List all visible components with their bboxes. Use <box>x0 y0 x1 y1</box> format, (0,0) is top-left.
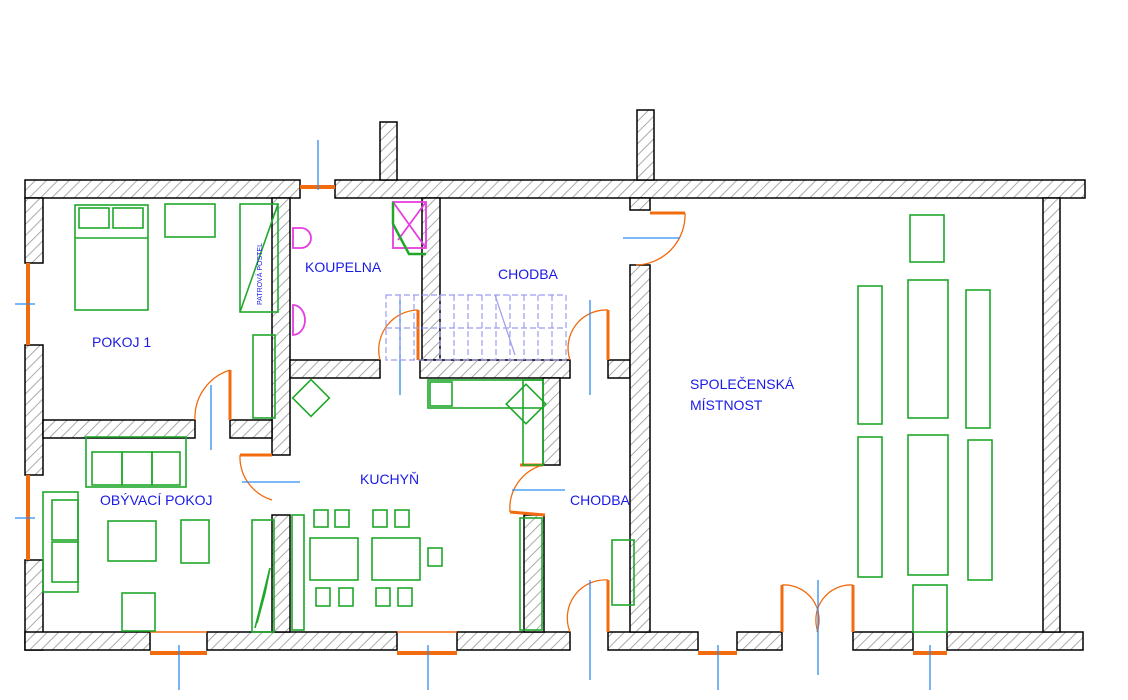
wall <box>607 631 699 651</box>
room-label-chodba-upper: CHODBA <box>498 266 559 282</box>
dining-table <box>309 537 359 581</box>
pokoj1-furniture: PATROVÁ POSTEL <box>74 203 279 419</box>
wall <box>419 359 571 379</box>
coffee-table <box>107 520 157 562</box>
wall <box>271 514 291 633</box>
table <box>857 285 883 425</box>
door-swing <box>194 369 231 421</box>
bunk-bed <box>239 203 279 313</box>
armchair <box>180 519 210 564</box>
wall <box>24 631 151 651</box>
bathroom-fixtures <box>292 201 427 336</box>
chimney <box>636 109 655 181</box>
door-swing <box>635 212 686 266</box>
wall <box>421 197 441 361</box>
wall <box>334 179 1086 199</box>
stove <box>429 381 453 407</box>
dining-table <box>371 537 421 581</box>
wardrobe <box>252 334 276 419</box>
door-leaf <box>509 510 546 517</box>
wall <box>229 419 273 439</box>
table <box>967 439 993 581</box>
wall <box>629 264 651 633</box>
door-swing <box>509 464 544 513</box>
plant <box>254 567 271 629</box>
kitchen-counter <box>522 379 544 466</box>
room-label-obyvaci-pokoj: OBÝVACÍ POKOJ <box>100 492 213 508</box>
chair <box>912 584 948 633</box>
wall <box>42 419 196 439</box>
room-label-chodba-lower: CHODBA <box>570 492 631 508</box>
wall <box>1042 197 1061 633</box>
toilet <box>292 227 312 249</box>
bench <box>291 514 305 631</box>
door-swing <box>567 309 609 361</box>
wall <box>456 631 571 651</box>
cabinet <box>519 517 543 631</box>
wall <box>523 514 545 633</box>
walls <box>24 109 1086 651</box>
room-label-pokoj1: POKOJ 1 <box>92 334 151 350</box>
door-swing <box>566 579 609 633</box>
room-label-mistnost: MÍSTNOST <box>690 397 763 413</box>
room-labels: POKOJ 1 KOUPELNA CHODBA KUCHYŇ CHODBA OB… <box>92 259 795 508</box>
cabinet <box>251 519 275 633</box>
table <box>907 434 949 576</box>
door-swing <box>239 454 273 501</box>
social-room-furniture <box>857 214 993 633</box>
wall <box>24 344 44 476</box>
sofa <box>85 436 187 488</box>
armchair <box>121 592 156 632</box>
wall <box>607 359 631 379</box>
staircase <box>385 294 567 361</box>
wall <box>542 377 561 466</box>
wall <box>289 359 381 379</box>
room-label-kuchyn: KUCHYŇ <box>360 471 419 487</box>
sink-counter <box>505 383 547 425</box>
living-room-furniture <box>42 436 275 633</box>
bunk-bed-label: PATROVÁ POSTEL <box>255 243 264 305</box>
wall <box>271 197 291 456</box>
table <box>857 436 883 578</box>
door-swing <box>781 584 820 633</box>
wall <box>852 631 914 651</box>
wall <box>629 197 651 211</box>
wall <box>24 197 44 264</box>
shoe-cabinet <box>611 539 635 606</box>
chair <box>909 214 945 263</box>
wall <box>24 179 301 199</box>
room-label-koupelna: KOUPELNA <box>305 259 382 275</box>
table <box>965 289 991 429</box>
chimney <box>379 121 398 181</box>
table <box>907 279 949 419</box>
sink <box>292 304 306 336</box>
wall <box>736 631 783 651</box>
room-label-spolecenska: SPOLEČENSKÁ <box>690 376 795 392</box>
corner-cabinet <box>291 378 331 418</box>
wall <box>946 631 1084 651</box>
wall <box>206 631 398 651</box>
door-swing <box>378 309 419 361</box>
desk <box>164 203 216 238</box>
axis-lines <box>15 140 931 690</box>
door-swing <box>815 584 854 633</box>
kitchen-furniture <box>291 378 635 631</box>
double-bed <box>74 204 149 311</box>
